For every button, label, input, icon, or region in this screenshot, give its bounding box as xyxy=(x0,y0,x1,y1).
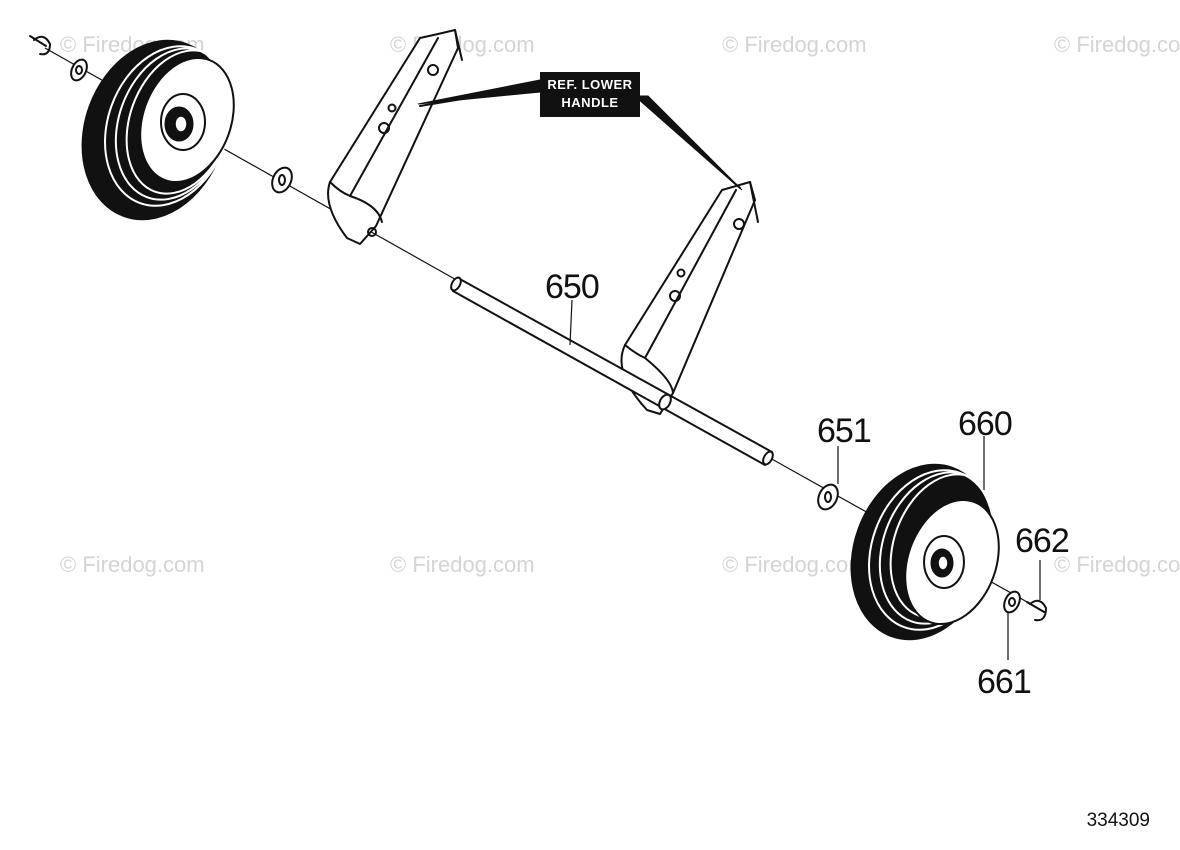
callout-651: 651 xyxy=(817,412,871,450)
reference-label-line1: REF. LOWER xyxy=(547,77,632,92)
callout-650: 650 xyxy=(545,268,599,306)
watermarks: © Firedog.com © Firedog.com © Firedog.co… xyxy=(60,32,1180,577)
right-clip-662 xyxy=(1026,599,1047,622)
watermark-4: © Firedog.com xyxy=(1054,32,1180,57)
watermark-3: © Firedog.com xyxy=(722,32,867,57)
reference-label-line2: HANDLE xyxy=(561,95,618,110)
watermark-8: © Firedog.com xyxy=(1054,552,1180,577)
leader-lines xyxy=(569,299,1041,660)
right-inner-washer-651 xyxy=(817,483,839,511)
diagram-id: 334309 xyxy=(1087,810,1150,831)
callout-662: 662 xyxy=(1015,522,1069,560)
reference-label: REF. LOWER HANDLE xyxy=(417,72,743,191)
left-wheel xyxy=(81,39,235,221)
watermark-5: © Firedog.com xyxy=(60,552,205,577)
left-inner-washer xyxy=(271,166,293,194)
watermark-7: © Firedog.com xyxy=(722,552,867,577)
left-clip xyxy=(29,35,51,56)
leader-650 xyxy=(569,299,573,346)
reference-label-box xyxy=(540,72,640,117)
left-handle-bracket xyxy=(327,29,463,245)
callout-661: 661 xyxy=(977,663,1031,701)
right-wheel-660 xyxy=(850,463,1000,641)
right-outer-washer-661 xyxy=(1003,590,1021,614)
left-outer-washer xyxy=(70,58,88,82)
callout-660: 660 xyxy=(958,405,1012,443)
axle-650 xyxy=(450,276,774,466)
watermark-6: © Firedog.com xyxy=(390,552,535,577)
